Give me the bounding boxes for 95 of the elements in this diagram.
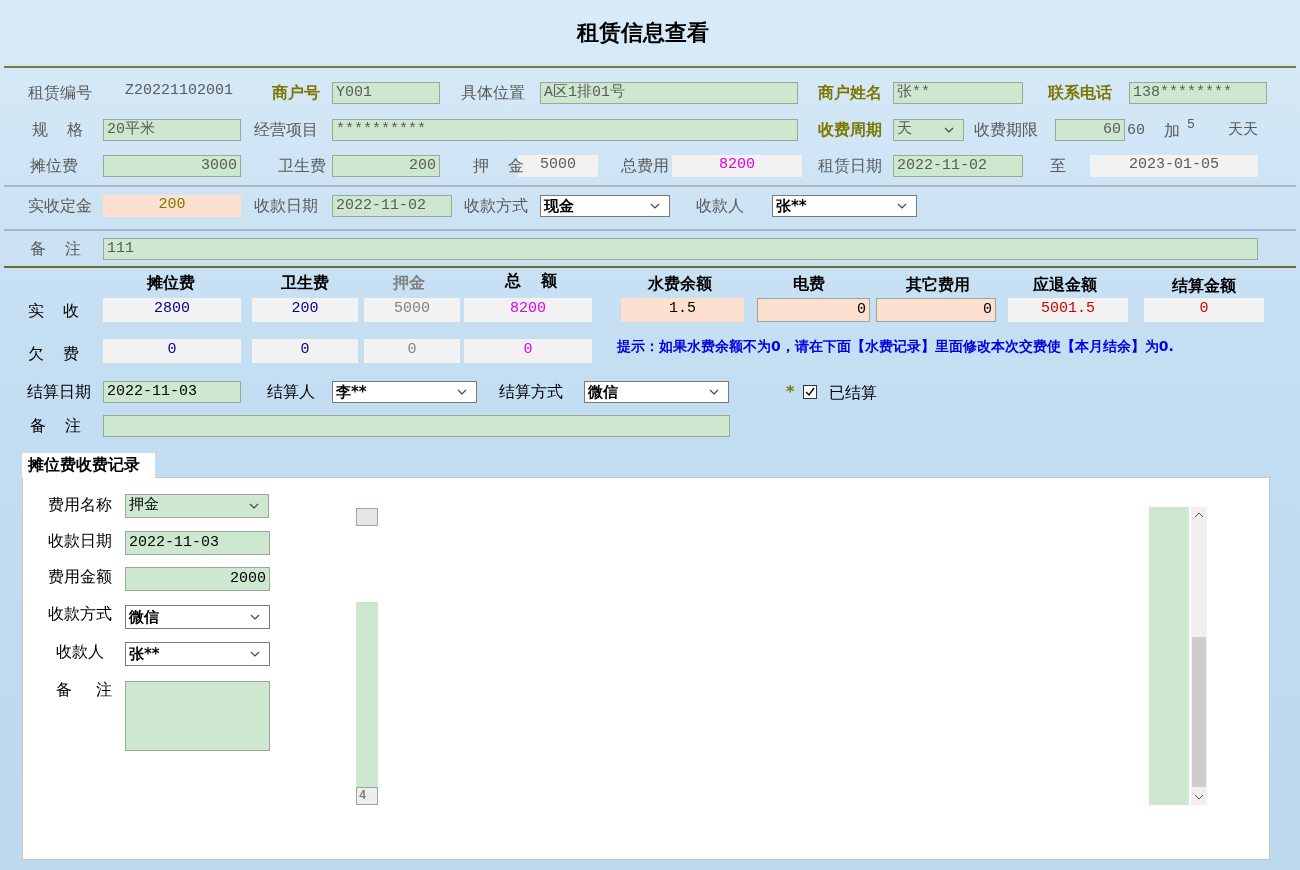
column-header: 其它费用 (906, 275, 970, 295)
record-number: Z20221102001 (125, 81, 234, 101)
value-field: 0 (364, 339, 460, 363)
field-label: 商户姓名 (818, 83, 882, 103)
column-header: 结算金额 (1172, 276, 1236, 296)
dropdown: 微信 (125, 605, 270, 629)
value-field: 0 (252, 339, 358, 363)
field-label: 已结算 (829, 383, 877, 403)
field-label: 备 注 (30, 416, 82, 436)
row-label: 欠 费 (28, 344, 80, 364)
column-header: 应退金额 (1033, 275, 1097, 295)
dropdown: 押金 (125, 494, 269, 518)
field-label: 收款方式 (464, 196, 528, 216)
field-label: 结算日期 (27, 382, 91, 402)
value-field: 2023-01-05 (1090, 155, 1258, 177)
field-label: 收费期限 (974, 120, 1038, 140)
column-header: 押金 (393, 273, 425, 293)
input-field: 2022-11-02 (893, 155, 1023, 177)
field-label: 卫生费 (278, 156, 326, 176)
field-label: 收款方式 (48, 605, 112, 625)
dropdown: 张** (772, 195, 917, 217)
input-field: 0 (757, 298, 870, 322)
title: 租赁信息查看 (575, 19, 710, 47)
input-field: 0 (876, 298, 996, 322)
column-header: 电费 (793, 274, 825, 294)
list-bar (356, 602, 378, 787)
value-field: 200 (252, 298, 358, 322)
field-label: 总费用 (621, 156, 669, 176)
field-label: 经营项目 (254, 120, 318, 140)
input-field: 200 (332, 155, 440, 177)
dropdown: 微信 (584, 381, 729, 403)
unit-text: 5 (1187, 116, 1195, 134)
field-label: 联系电话 (1048, 83, 1112, 103)
input-field: Y001 (332, 82, 440, 104)
value-field: 0 (103, 339, 241, 363)
input-field: 2022-11-03 (125, 531, 270, 555)
field-label: 规 格 (32, 120, 84, 140)
unit-text: 60 (1127, 121, 1145, 141)
input-field: 2022-11-02 (332, 195, 452, 217)
input-field: 60 (1055, 119, 1125, 141)
input-field: 3000 (103, 155, 241, 177)
value-field: 8200 (464, 298, 592, 322)
field-label: 收费周期 (818, 120, 882, 140)
dropdown: 张** (125, 642, 270, 666)
input-field: 111 (103, 238, 1258, 260)
field-label: 收款人 (696, 196, 744, 216)
value-field: 0 (1144, 298, 1264, 322)
input-field: ********** (332, 119, 798, 141)
input-field: 20平米 (103, 119, 241, 141)
column-header: 总 额 (505, 271, 557, 291)
dropdown: 李** (332, 381, 477, 403)
field-label: 备 注 (30, 239, 82, 259)
input-field: 2000 (125, 567, 270, 591)
input-field: 张** (893, 82, 1023, 104)
input-field: 138******** (1129, 82, 1267, 104)
column-header: 水费余额 (648, 274, 712, 294)
value-field: 5000 (364, 298, 460, 322)
field-label: 收款人 (56, 643, 104, 663)
dropdown: 天 (893, 119, 964, 141)
field-label: 费用名称 (48, 496, 112, 516)
field-label: 商户号 (272, 83, 320, 103)
list-bar (1149, 507, 1189, 805)
tab: 摊位费收费记录 (22, 453, 155, 478)
dropdown: 现金 (540, 195, 670, 217)
value-field: 0 (464, 339, 592, 363)
value-field: 5001.5 (1008, 298, 1128, 322)
field-label: 租赁日期 (818, 156, 882, 176)
unit-text: 天天 (1228, 121, 1258, 141)
field-label: 至 (1050, 156, 1066, 176)
field-label: 租赁编号 (28, 83, 92, 103)
field-label: 具体位置 (461, 83, 525, 103)
field-label: 实收定金 (28, 196, 92, 216)
input-field: 2022-11-03 (103, 381, 241, 403)
column-header: 摊位费 (147, 273, 195, 293)
small-button (356, 508, 378, 526)
field-label: 收款日期 (254, 196, 318, 216)
value-field: 8200 (672, 155, 802, 177)
hint-text: 提示：如果水费余额不为0，请在下面【水费记录】里面修改本次交费使【本月结余】为0. (617, 337, 1174, 356)
field-label: 结算方式 (499, 382, 563, 402)
input-field (125, 681, 270, 751)
value-field: 200 (103, 195, 241, 217)
field-label: 加 (1164, 121, 1180, 141)
value-field: 1.5 (621, 298, 744, 322)
field-label: 备 注 (56, 681, 112, 701)
required-mark: * (786, 382, 795, 402)
value-field: 2800 (103, 298, 241, 322)
field-label: 结算人 (267, 382, 315, 402)
field-label: 费用金额 (48, 568, 112, 588)
column-header: 卫生费 (281, 273, 329, 293)
input-field (103, 415, 730, 437)
row-label: 实 收 (28, 301, 80, 321)
field-label: 收款日期 (48, 532, 112, 552)
field-label: 摊位费 (30, 156, 78, 176)
input-field: A区1排01号 (540, 82, 798, 104)
small-button: 4 (356, 787, 378, 805)
